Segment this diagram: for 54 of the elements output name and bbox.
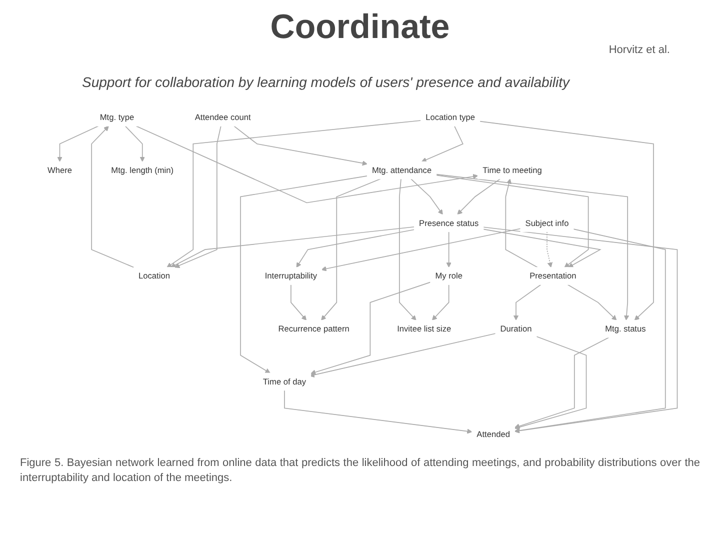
arrow bbox=[321, 228, 521, 272]
node-text: Presentation bbox=[530, 270, 576, 280]
node-text: Location bbox=[138, 270, 170, 280]
arrow bbox=[505, 178, 538, 268]
arrow bbox=[170, 226, 415, 268]
arrow bbox=[296, 229, 415, 268]
node-text: Mtg. type bbox=[100, 112, 134, 122]
arrow bbox=[567, 284, 617, 320]
arrow bbox=[446, 231, 452, 268]
node-text: Mtg. status bbox=[605, 324, 646, 334]
node-text: Duration bbox=[500, 324, 532, 334]
arrow bbox=[482, 228, 602, 268]
node-text: Attended bbox=[476, 430, 510, 439]
arrow bbox=[479, 120, 654, 320]
arrow bbox=[410, 178, 443, 215]
node-text: Attendee count bbox=[194, 112, 251, 122]
arrow bbox=[166, 120, 422, 268]
arrow bbox=[436, 174, 630, 320]
subtitle: Support for collaboration by learning models of users' presence and availability bbox=[82, 74, 571, 90]
arrow bbox=[482, 226, 678, 434]
arrow bbox=[513, 284, 542, 320]
arrow bbox=[310, 282, 431, 375]
arrow bbox=[234, 126, 368, 166]
arrow bbox=[514, 337, 610, 429]
arrow bbox=[514, 336, 587, 430]
arrow bbox=[124, 126, 145, 162]
arrow bbox=[309, 333, 496, 378]
node-text: Presence status bbox=[419, 218, 479, 228]
arrow bbox=[136, 126, 478, 204]
arrow bbox=[432, 284, 450, 320]
arrow bbox=[91, 126, 134, 268]
node-text: My role bbox=[435, 270, 462, 280]
arrow bbox=[514, 228, 666, 434]
node-text: Location type bbox=[426, 112, 476, 122]
arrow bbox=[284, 390, 472, 434]
node-text: Mtg. length (min) bbox=[111, 165, 174, 175]
node-text: Time to meeting bbox=[482, 165, 542, 175]
arrow bbox=[399, 178, 416, 320]
node-text: Interruptability bbox=[264, 270, 318, 280]
node-text: Recurrence pattern bbox=[278, 324, 350, 334]
arrow bbox=[290, 284, 307, 320]
title: Coordinate bbox=[269, 8, 451, 47]
node-text: Where bbox=[48, 165, 72, 175]
figure-caption: Figure 5. Bayesian network learned from online data that predicts the likelihood of attending meetings, and probability distributions over the interruptability and location of the meetings. bbox=[20, 456, 700, 486]
arrow bbox=[457, 178, 501, 215]
arrow bbox=[421, 126, 464, 162]
author-credit: Horvitz et al. bbox=[608, 44, 670, 56]
arrow bbox=[436, 174, 589, 268]
node-text: Invitee list size bbox=[397, 324, 452, 334]
arrow bbox=[321, 178, 381, 320]
arrow bbox=[57, 126, 99, 162]
arrow bbox=[240, 176, 368, 374]
arrow bbox=[546, 231, 552, 268]
arrow bbox=[174, 126, 222, 268]
